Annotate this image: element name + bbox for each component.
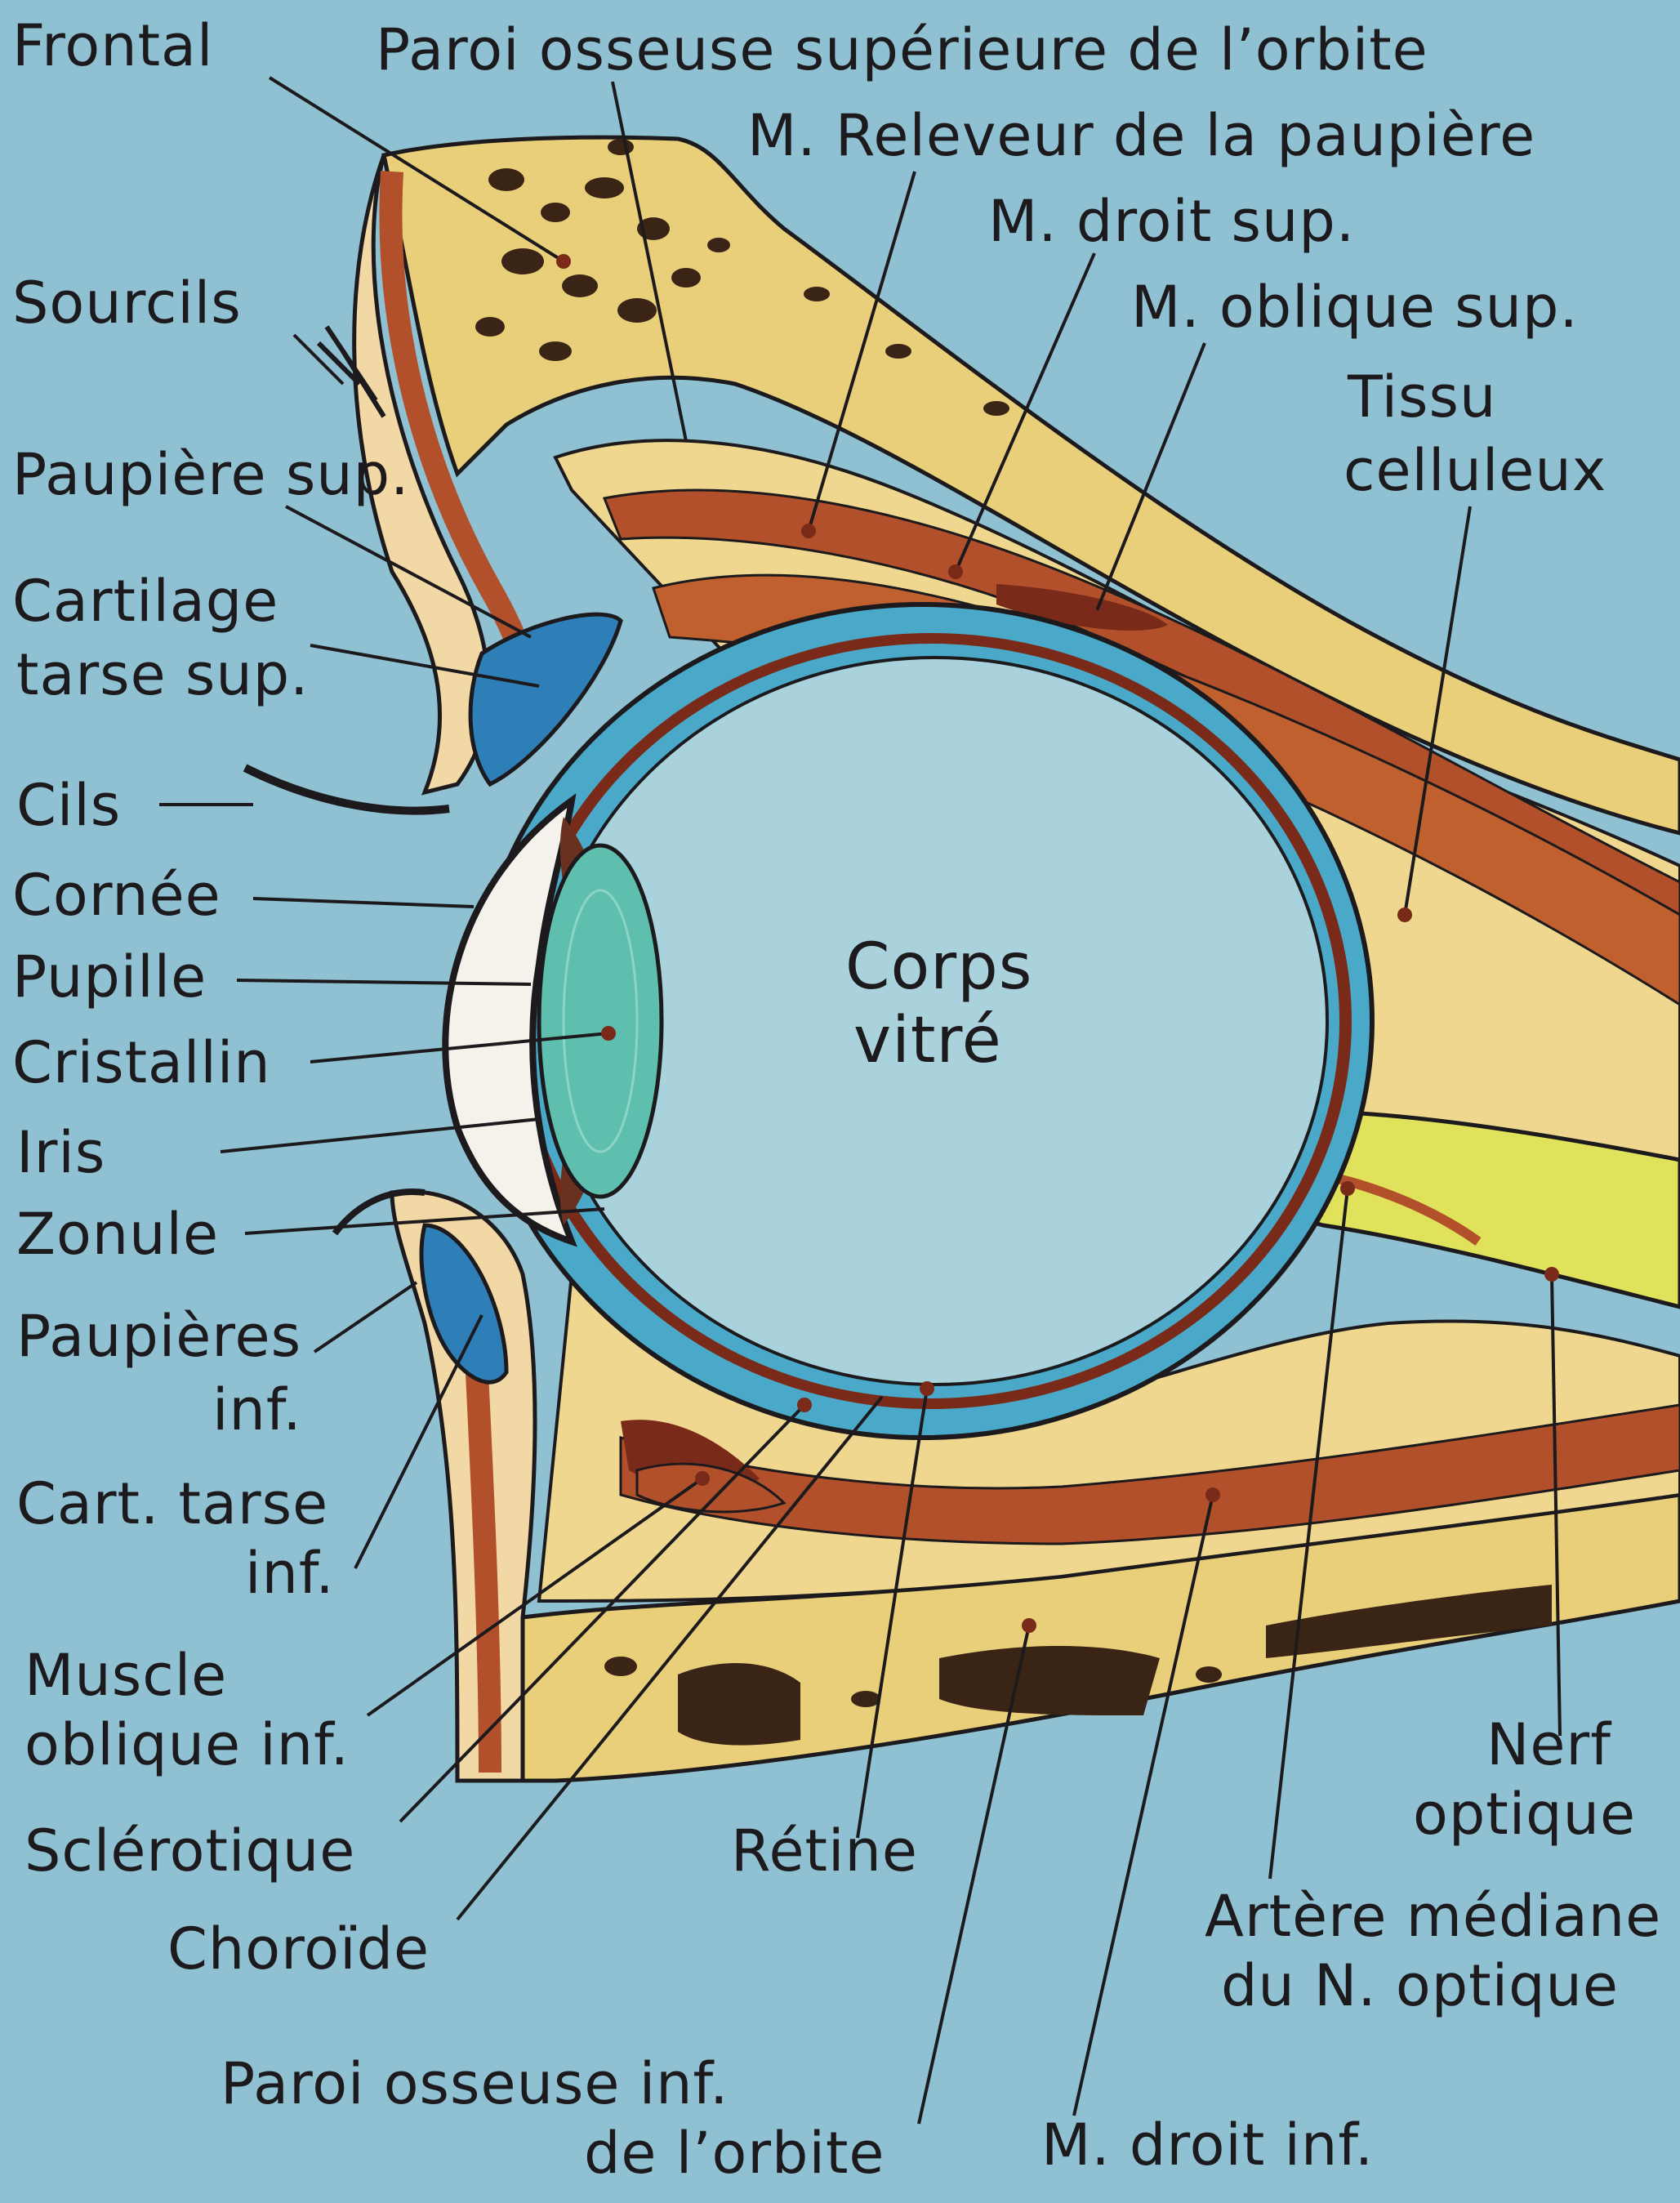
lower-tarsus [419,1223,509,1385]
leader-lines [159,76,1562,2125]
label-muscle-obl-2: oblique inf. [25,1711,350,1778]
label-artere-1: Artère médiane [1205,1883,1661,1950]
label-zonule: Zonule [16,1201,219,1268]
label-tissu-2: celluleux [1344,437,1606,504]
label-droit-inf: M. droit inf. [1041,2112,1374,2178]
lower-muscles [619,1403,1680,1545]
lower-lashes [332,1188,426,1236]
label-muscle-obl-1: Muscle [25,1642,227,1709]
upper-lashes [243,764,450,815]
label-paupiere-sup: Paupière sup. [12,441,409,508]
label-oblique-sup: M. oblique sup. [1131,274,1579,341]
label-pupille: Pupille [12,943,207,1010]
upper-tarsus [468,612,623,787]
upper-eyelid [243,154,623,815]
label-paroi-inf-1: Paroi osseuse inf. [221,2050,729,2117]
label-cartilage-1: Cartilage [12,568,279,635]
label-droit-sup: M. droit sup. [988,188,1355,255]
label-frontal: Frontal [12,12,213,79]
label-sclerotique: Sclérotique [25,1817,355,1884]
label-cornee: Cornée [12,862,221,929]
label-paroi-sup: Paroi osseuse supérieure de l’orbite [376,16,1428,83]
label-artere-2: du N. optique [1221,1952,1619,2019]
label-cart-inf-1: Cart. tarse [16,1470,328,1537]
eyeball [471,602,1375,1440]
label-choroide: Choroïde [167,1915,430,1982]
lens-inner [562,889,639,1153]
cornea [442,793,577,1247]
label-cristallin: Cristallin [12,1029,271,1096]
label-paupieres-inf-1: Paupières [16,1303,301,1370]
lower-eyelid [332,1188,537,1783]
label-sourcils: Sourcils [12,270,242,337]
labels: Frontal Paroi osseuse supérieure de l’or… [12,12,1661,2187]
label-paupieres-inf-2: inf. [212,1376,302,1443]
leader-dots [556,254,1559,1633]
label-cart-inf-2: inf. [245,1540,335,1607]
label-cils: Cils [16,772,121,839]
label-paroi-inf-2: de l’orbite [584,2120,885,2187]
label-releveur: M. Releveur de la paupière [747,102,1535,169]
label-corps-2: vitré [853,1004,1002,1077]
eyebrow [316,325,386,418]
lens [537,843,664,1199]
label-nerf-1: Nerf [1486,1711,1611,1778]
label-nerf-2: optique [1413,1781,1636,1848]
label-retine: Rétine [731,1817,918,1884]
label-tissu-1: Tissu [1347,363,1496,430]
label-cartilage-2: tarse sup. [16,641,309,708]
upper-orbit-bone [381,135,1680,836]
label-iris: Iris [16,1119,105,1186]
label-corps-1: Corps [845,930,1032,1004]
